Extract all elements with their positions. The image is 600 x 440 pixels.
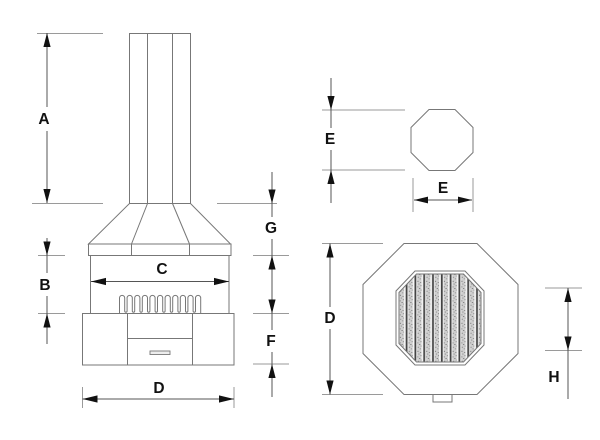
dim-label-h: H (548, 369, 559, 386)
dimension-a: A (32, 33, 103, 204)
hood-seam-right (172, 203, 190, 245)
dimension-c: C (91, 261, 229, 286)
door-handle (149, 350, 171, 355)
base-block (82, 313, 235, 366)
chimney-pipe (129, 33, 191, 204)
cap-octagon (410, 109, 474, 171)
hood-seam-left (131, 203, 148, 245)
dim-label-a: A (38, 111, 49, 128)
grate-bars (398, 273, 482, 363)
cap-top-view: E E (322, 78, 474, 212)
dim-label-d-front: D (153, 380, 164, 397)
dimension-h: H (545, 287, 582, 399)
hood-rim (88, 243, 232, 256)
dim-label-e-width: E (438, 180, 448, 197)
dim-label-f: F (266, 333, 275, 350)
dimension-g-f-column: G F (217, 172, 289, 397)
dimension-b: B (38, 238, 65, 344)
dim-label-g: G (265, 220, 277, 237)
dimension-d-front: D (82, 380, 235, 408)
dim-label-e-height: E (325, 131, 335, 148)
grate-outer-ring (395, 270, 485, 366)
front-view (82, 33, 235, 366)
dimension-d-body: D (322, 243, 383, 395)
firebox-door (127, 313, 193, 365)
chimney-hood (87, 203, 232, 245)
dimension-e-width: E (412, 178, 474, 212)
dim-label-b: B (39, 277, 50, 294)
grate (395, 270, 485, 366)
dimension-e-height: E (322, 78, 405, 203)
dim-label-d-body: D (324, 310, 335, 327)
coil-ornament (119, 294, 202, 314)
dim-label-c: C (156, 261, 167, 278)
body-top-view: D H (322, 243, 582, 403)
